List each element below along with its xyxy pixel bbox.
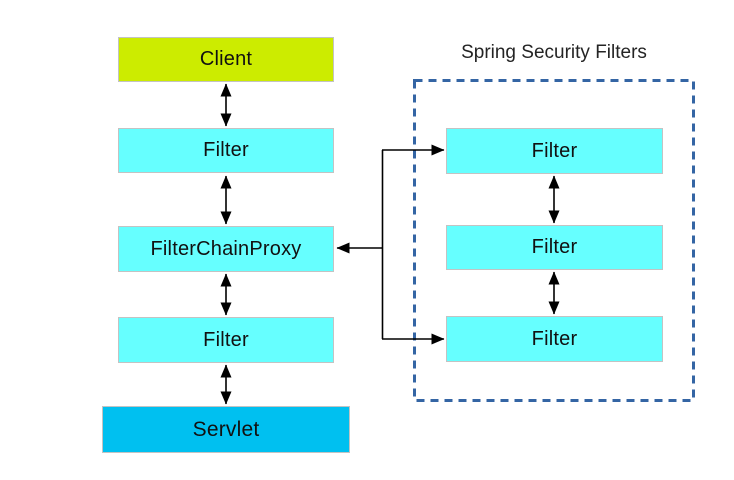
security-filter-node-2: Filter	[446, 225, 663, 270]
filter-chain-proxy-node: FilterChainProxy	[118, 226, 334, 272]
client-node-label: Client	[199, 48, 253, 70]
security-filter-node-1-label: Filter	[531, 139, 578, 162]
filter-node-bottom-label: Filter	[203, 328, 249, 351]
spring-security-filters-group-title: Spring Security Filters	[461, 42, 647, 63]
filter-node-top-label: Filter	[203, 139, 249, 161]
servlet-node-label: Servlet	[192, 417, 260, 441]
security-filter-node-2-label: Filter	[531, 236, 578, 258]
security-filter-node-1: Filter	[446, 128, 663, 174]
servlet-node: Servlet	[102, 406, 350, 453]
filter-node-bottom: Filter	[118, 317, 334, 363]
filter-chain-proxy-node-label: FilterChainProxy	[150, 237, 302, 260]
filter-node-top: Filter	[118, 128, 334, 173]
client-node: Client	[118, 37, 334, 82]
security-filter-node-3: Filter	[446, 316, 663, 362]
security-filter-node-3-label: Filter	[531, 327, 578, 350]
